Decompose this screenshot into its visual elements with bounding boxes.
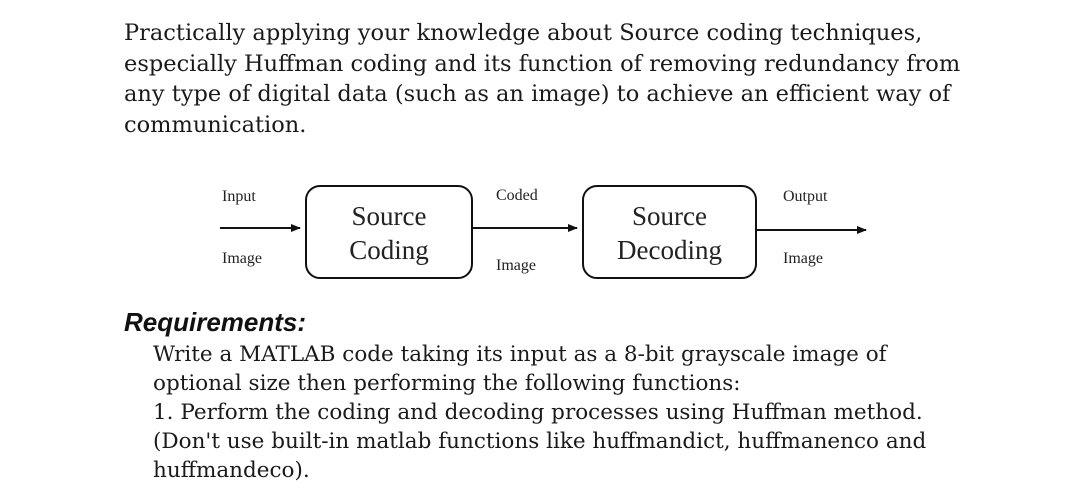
intro-line: any type of digital data (such as an ima… [124,81,951,107]
requirements-line: Write a MATLAB code taking its input as … [153,342,887,367]
coded-image-label: Image [496,257,536,274]
coded-label: Coded [496,187,538,204]
intro-line: Practically applying your knowledge abou… [124,20,923,46]
output-label: Output [783,188,828,205]
source-coding-label: Source Coding [306,199,472,267]
intro-line: especially Huffman coding and its functi… [124,50,961,77]
requirements-line: huffmandeco). [153,458,310,483]
output-image-label: Image [783,250,823,267]
intro-line: communication. [124,111,307,138]
source-coding-line2: Coding [349,235,429,265]
requirements-line: 1. Perform the coding and decoding proce… [153,400,923,425]
source-coding-diagram: Input Image Source Coding Coded Image So… [0,170,1080,300]
diagram-graphics [220,185,867,279]
input-label: Input [222,188,256,205]
intro-paragraph: Practically applying your knowledge abou… [124,18,984,140]
source-coding-line1: Source [351,201,427,231]
requirements-heading: Requirements: [124,307,307,337]
requirements-line: (Don't use built-in matlab functions lik… [153,429,927,454]
requirements-text: Write a MATLAB code taking its input as … [153,340,1053,485]
requirements-line: optional size then performing the follow… [153,371,741,396]
input-image-label: Image [222,250,262,267]
source-coding-box [305,185,473,279]
source-decoding-line2: Decoding [617,235,722,265]
source-decoding-line1: Source [632,201,707,231]
source-decoding-box [582,185,757,279]
source-decoding-label: Source Decoding [583,199,756,267]
